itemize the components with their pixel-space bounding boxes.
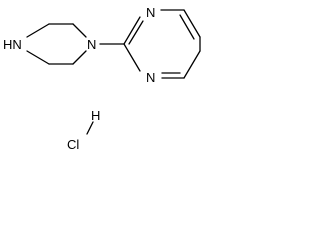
structure-canvas: HN N N N H Cl <box>0 0 221 155</box>
chemical-structure-diagram: HN N N N H Cl <box>3 5 201 152</box>
bond-c2-n1-inner <box>128 20 144 45</box>
atom-cl-label: Cl <box>67 137 79 152</box>
bond-c4-nh <box>26 50 50 65</box>
bond-c6-c5 <box>183 9 201 38</box>
bond-c4-c3 <box>183 50 201 79</box>
bond-nh-c1 <box>26 23 50 38</box>
atom-n-label: N <box>87 37 96 52</box>
bond-h-cl <box>86 121 94 135</box>
atom-nh-label: HN <box>3 37 22 52</box>
bond-n3-c2 <box>123 43 141 72</box>
bond-n-c3 <box>72 50 87 65</box>
bonds <box>26 9 201 135</box>
bond-c2-n1 <box>123 16 141 45</box>
bond-c6-c5-inner <box>179 14 195 40</box>
atom-h-label: H <box>91 108 100 123</box>
bond-c2-n <box>72 23 87 38</box>
atom-pyrimidine-n-bottom-label: N <box>146 70 155 85</box>
atom-pyrimidine-n-top-label: N <box>146 5 155 20</box>
